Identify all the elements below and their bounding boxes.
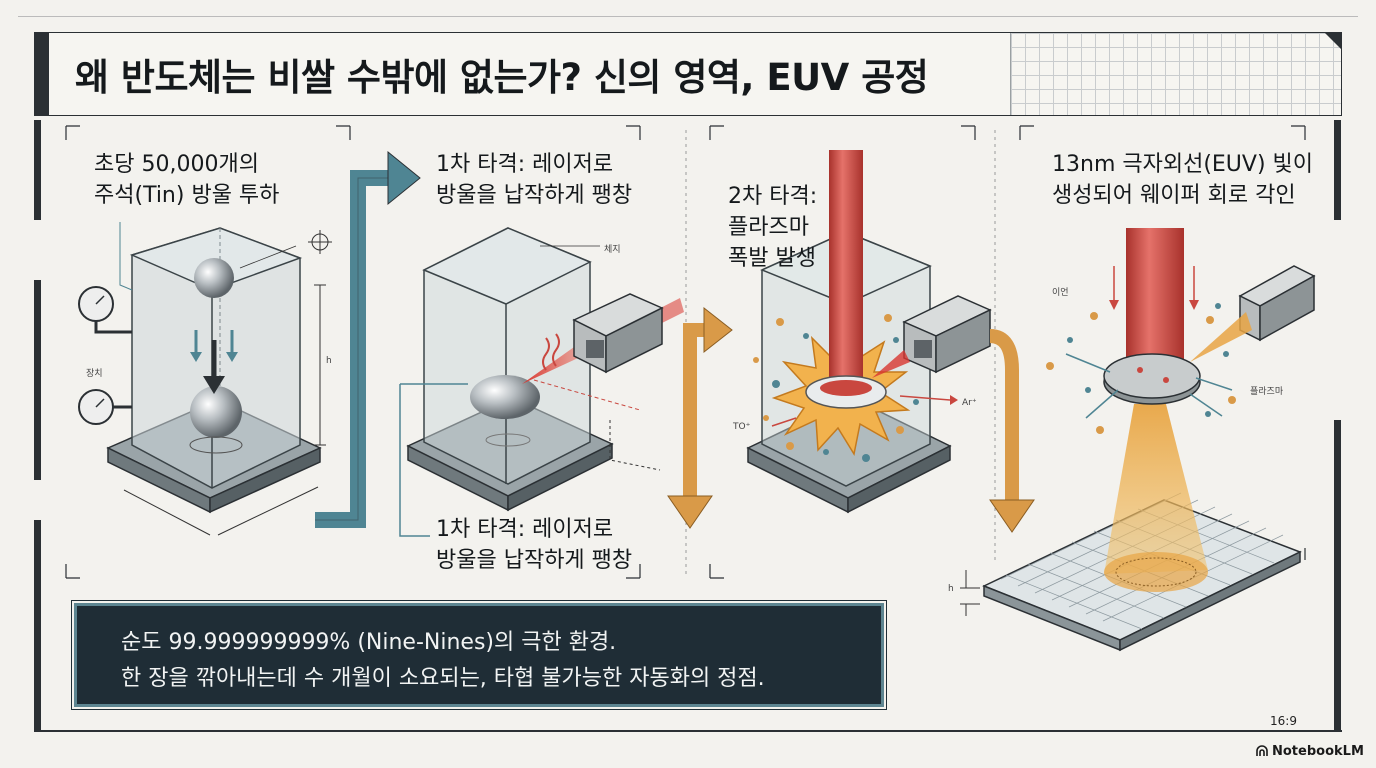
step-1-line-1: 초당 50,000개의 <box>94 149 279 180</box>
bottom-caption-line-1: 1차 타격: 레이저로 <box>436 514 632 545</box>
flat-droplet <box>470 375 540 419</box>
step-2-line-2: 방울을 납작하게 팽창 <box>436 180 632 211</box>
arrow-orange-1 <box>668 308 732 528</box>
label-ion: 이언 <box>1052 285 1069 298</box>
info-line-2: 한 장을 깎아내는데 수 개월이 소요되는, 타협 불가능한 자동화의 정점. <box>121 660 765 692</box>
label-ar: Ar⁺ <box>962 398 977 408</box>
euv-light-cone <box>1104 404 1208 574</box>
label-height: h <box>326 356 332 366</box>
label-plasma: 플라즈마 <box>1250 384 1283 397</box>
step-4-line-2: 생성되어 웨이퍼 회로 각인 <box>1052 180 1313 211</box>
aspect-ratio-label: 16:9 <box>1270 714 1297 728</box>
bottom-caption: 1차 타격: 레이저로 방울을 납작하게 팽창 <box>436 514 632 576</box>
tin-droplet-2 <box>190 386 242 438</box>
laser-beam-2 <box>829 150 863 398</box>
step-3-caption: 2차 타격: 플라즈마 폭발 발생 <box>728 181 817 274</box>
step-1-caption: 초당 50,000개의 주석(Tin) 방울 투하 <box>94 149 279 211</box>
step-1-line-2: 주석(Tin) 방울 투하 <box>94 180 279 211</box>
label-droplet: 체지 <box>604 242 621 255</box>
notebooklm-logo-icon <box>1256 745 1268 757</box>
label-tin-ion: TO⁺ <box>733 422 750 432</box>
step-3-line-1: 2차 타격: <box>728 181 817 212</box>
step-3-line-3: 폭발 발생 <box>728 243 817 274</box>
bottom-caption-line-2: 방울을 납작하게 팽창 <box>436 545 632 576</box>
step-3-line-2: 플라즈마 <box>728 212 817 243</box>
step-4-caption: 13nm 극자외선(EUV) 빛이 생성되어 웨이퍼 회로 각인 <box>1052 149 1313 211</box>
arrow-teal-1 <box>315 152 420 520</box>
step-2-line-1: 1차 타격: 레이저로 <box>436 149 632 180</box>
step-2-caption: 1차 타격: 레이저로 방울을 납작하게 팽창 <box>436 149 632 211</box>
chamber-2 <box>400 228 684 536</box>
step-4-line-1: 13nm 극자외선(EUV) 빛이 <box>1052 149 1313 180</box>
arrow-orange-2 <box>990 336 1034 532</box>
tin-droplet-1 <box>194 258 234 298</box>
info-box: 순도 99.999999999% (Nine-Nines)의 극한 환경. 한 … <box>74 603 884 707</box>
label-wafer-height: h <box>948 584 954 594</box>
info-line-1: 순도 99.999999999% (Nine-Nines)의 극한 환경. <box>121 624 616 656</box>
label-device: 장치 <box>86 366 103 379</box>
chamber-1 <box>79 222 332 535</box>
brand-label: NotebookLM <box>1272 744 1364 759</box>
